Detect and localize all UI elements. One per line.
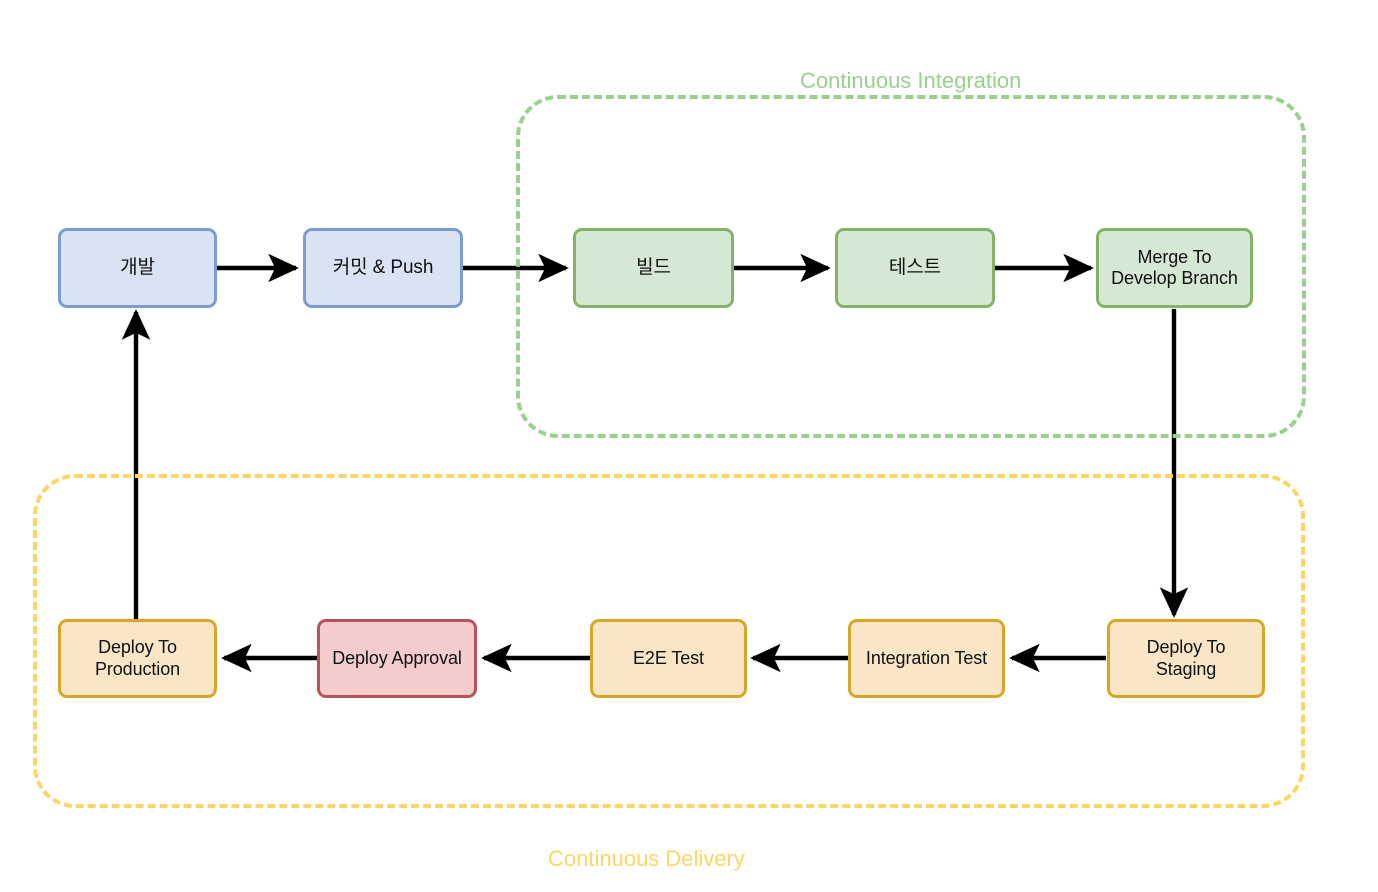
group-frame-continuous-delivery [33, 474, 1305, 808]
node-deploy-approval[interactable]: Deploy Approval [317, 619, 477, 698]
group-label-continuous-integration: Continuous Integration [800, 68, 1022, 93]
node-merge-to-develop-branch[interactable]: Merge To Develop Branch [1096, 228, 1253, 308]
node-deploy-to-staging[interactable]: Deploy To Staging [1107, 619, 1265, 698]
node-e2e-test[interactable]: E2E Test [590, 619, 747, 698]
node-integration-test[interactable]: Integration Test [848, 619, 1005, 698]
node-deploy-to-production[interactable]: Deploy To Production [58, 619, 217, 698]
node-commit-push[interactable]: 커밋 & Push [303, 228, 463, 308]
node-test[interactable]: 테스트 [835, 228, 995, 308]
group-label-continuous-delivery: Continuous Delivery [548, 846, 745, 871]
node-build[interactable]: 빌드 [573, 228, 734, 308]
node-develop[interactable]: 개발 [58, 228, 217, 308]
group-frame-continuous-integration [516, 95, 1306, 438]
